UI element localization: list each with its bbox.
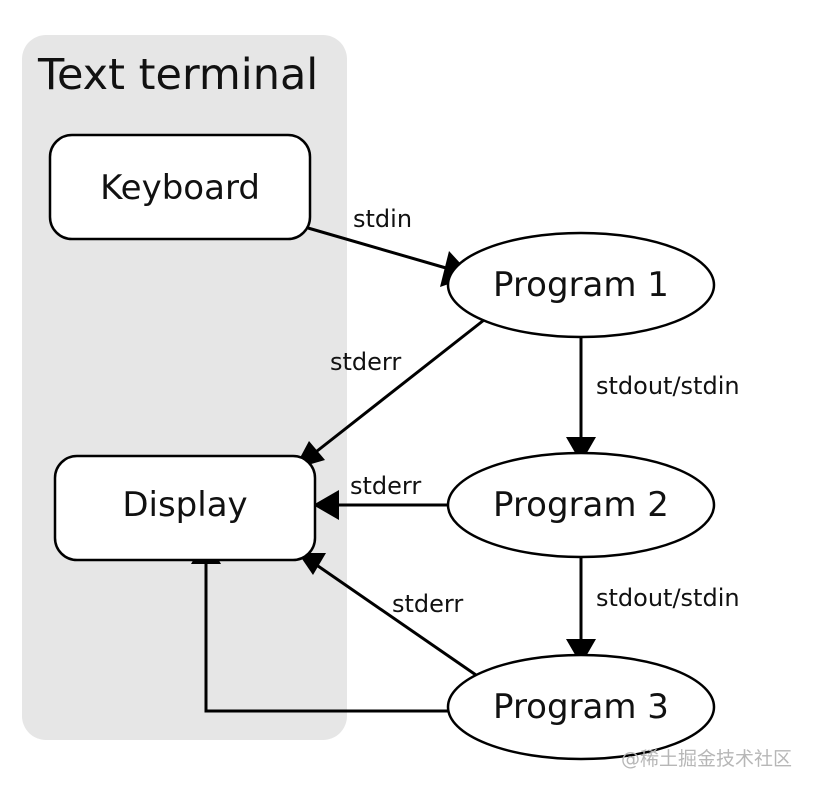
program2-label: Program 2 <box>493 485 669 525</box>
program1-label: Program 1 <box>493 265 669 305</box>
edge-program3-to-display-elbow <box>204 562 449 713</box>
arrowhead-program3-to-display-stderr <box>298 553 326 575</box>
edge-keyboard-to-program1 <box>307 226 447 270</box>
watermark: @稀土掘金技术社区 <box>621 748 792 770</box>
edge-program3-to-display-stderr <box>317 564 477 677</box>
edge-label-stderr-2: stderr <box>350 472 421 500</box>
edge-label-stderr-3: stderr <box>392 590 463 618</box>
edge-label-stdin: stdin <box>353 205 412 233</box>
text-terminal-label: Text terminal <box>37 50 318 100</box>
edge-program1-to-display <box>311 318 485 457</box>
display-label: Display <box>122 485 247 525</box>
program1-node <box>446 231 716 339</box>
arrowhead-program2-to-display <box>313 490 339 520</box>
display-node <box>53 454 317 562</box>
edge-label-stdout-stdin-1: stdout/stdin <box>596 372 740 400</box>
program2-node <box>446 451 716 559</box>
program3-node <box>446 653 716 761</box>
arrowhead-program2-to-program3 <box>566 639 596 665</box>
edge-label-stdout-stdin-2: stdout/stdin <box>596 584 740 612</box>
arrowhead-program1-to-program2 <box>566 437 596 463</box>
program3-label: Program 3 <box>493 687 669 727</box>
edge-label-stderr-1: stderr <box>330 348 401 376</box>
keyboard-label: Keyboard <box>100 168 260 208</box>
keyboard-node <box>48 133 312 241</box>
